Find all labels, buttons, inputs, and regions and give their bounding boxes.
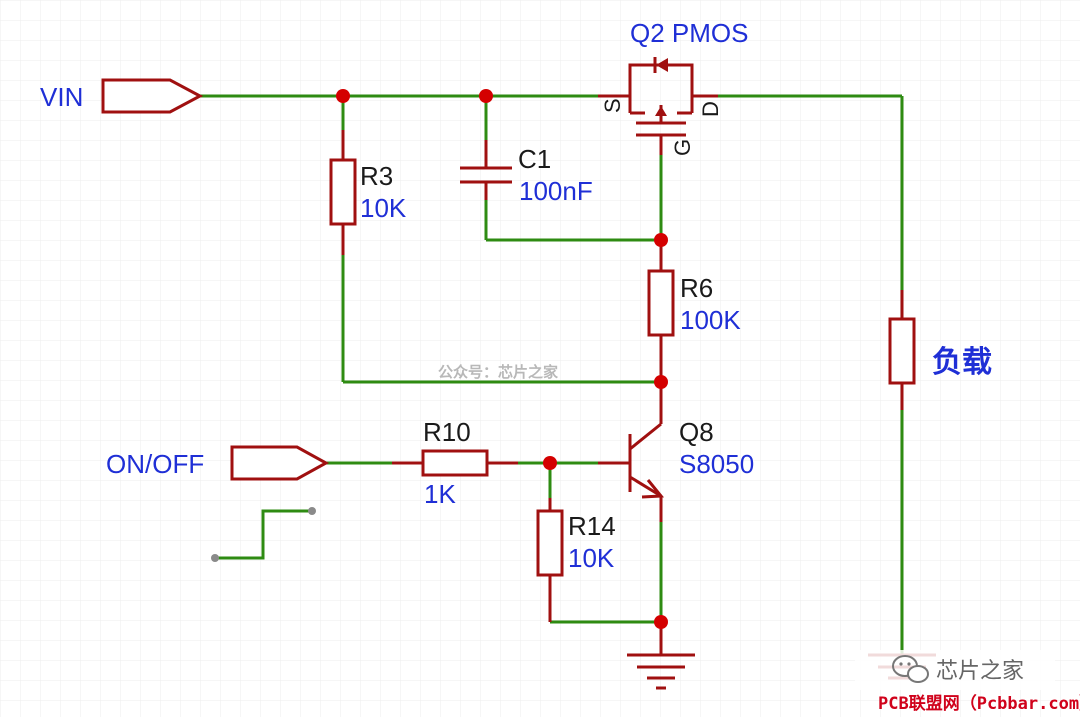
port-vin[interactable]: VIN [40, 78, 204, 114]
watermark-center: 公众号：芯片之家 [438, 363, 558, 381]
r14-body [536, 509, 564, 577]
r3-body [329, 158, 357, 226]
r14-value: 10K [568, 543, 615, 573]
c1-designator: C1 [518, 144, 551, 174]
junction-dot [654, 375, 668, 389]
r3-resistor[interactable]: R3 10K [329, 130, 407, 255]
r3-value: 10K [360, 193, 407, 223]
q2-pin-g: G [670, 139, 695, 156]
q8-designator: Q8 [679, 417, 714, 447]
step-waveform [215, 509, 312, 560]
port-onoff-label: ON/OFF [106, 449, 204, 479]
junction-dot [543, 456, 557, 470]
watermark-corner: 芯片之家 [855, 650, 1055, 690]
wechat-icon [892, 655, 929, 683]
load-label: 负载 [932, 345, 992, 380]
q2-pmos[interactable]: S D G Q2 PMOS [598, 18, 748, 156]
r10-value: 1K [424, 479, 456, 509]
wires [200, 94, 904, 655]
r3-designator: R3 [360, 161, 393, 191]
r10-body [421, 449, 489, 477]
q2-pin-s: S [600, 98, 625, 113]
q8-npn[interactable]: Q8 S8050 [598, 382, 754, 522]
ground-q8 [627, 622, 695, 690]
q8-emitter [629, 475, 662, 498]
load-body [888, 317, 916, 385]
r6-value: 100K [680, 305, 741, 335]
q2-pin-d: D [698, 101, 723, 117]
q2-diode-arrow [656, 58, 668, 72]
r6-resistor[interactable]: R6 100K [647, 240, 741, 382]
r6-body [647, 269, 675, 337]
q8-value: S8050 [679, 449, 754, 479]
waveform-endpoint [211, 554, 219, 562]
r14-resistor[interactable]: R14 10K [536, 498, 616, 622]
q2-channel-arrow [655, 106, 667, 116]
q2-designator: Q2 PMOS [630, 18, 748, 48]
r14-designator: R14 [568, 511, 616, 541]
load-resistor[interactable]: 负载 [888, 290, 992, 410]
watermark-corner-text: 芯片之家 [936, 659, 1024, 684]
port-vin-label: VIN [40, 82, 83, 112]
waveform-endpoint [308, 507, 316, 515]
port-vin-flag [101, 78, 204, 114]
c1-value: 100nF [519, 176, 593, 206]
junctions [336, 89, 668, 629]
junction-dot [654, 615, 668, 629]
watermark-backdrop [855, 650, 1055, 690]
junction-dot [654, 233, 668, 247]
r6-designator: R6 [680, 273, 713, 303]
port-onoff-flag [230, 445, 330, 481]
junction-dot [336, 89, 350, 103]
q8-collector [629, 422, 662, 451]
c1-capacitor[interactable]: C1 100nF [460, 140, 593, 206]
footer-credit: PCB联盟网（Pcbbar.com） [878, 693, 1080, 714]
r10-resistor[interactable]: R10 1K [392, 417, 518, 509]
junction-dot [479, 89, 493, 103]
r10-designator: R10 [423, 417, 471, 447]
port-onoff[interactable]: ON/OFF [106, 445, 330, 481]
